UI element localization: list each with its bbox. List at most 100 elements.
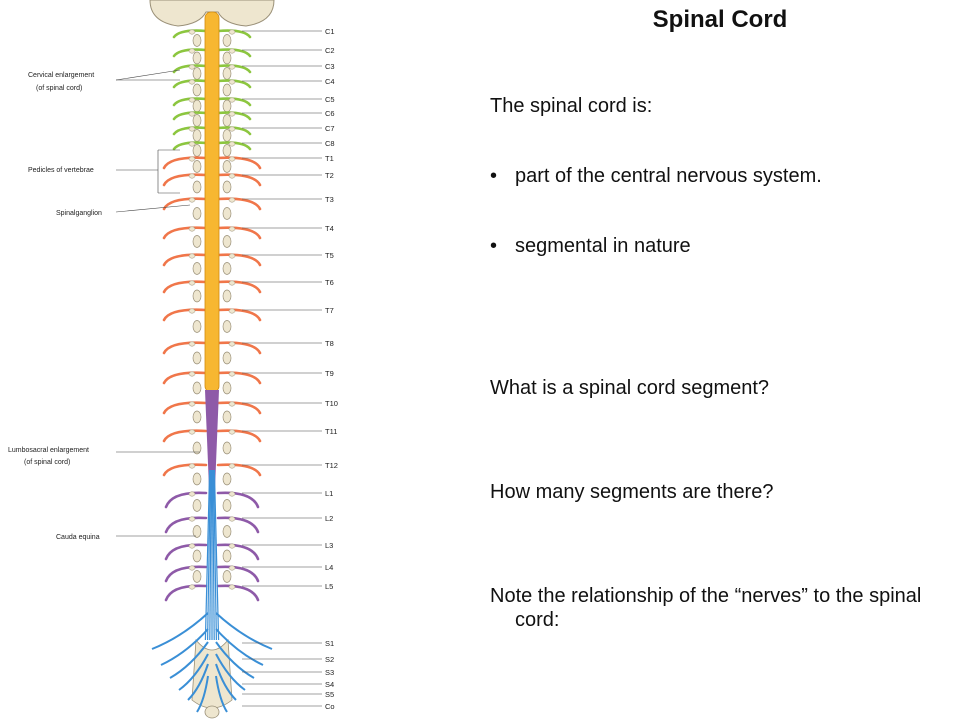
segment-label-l4: L4 [325, 563, 333, 572]
spinal-ganglion-shape [228, 341, 236, 347]
slide-title: Spinal Cord [652, 6, 788, 33]
segment-label-s2: S2 [325, 655, 334, 664]
spinal-nerve-right [216, 280, 262, 294]
spinal-nerve-right [216, 371, 262, 385]
spinal-ganglion-shape [228, 173, 236, 179]
spinal-nerve-left [162, 341, 208, 355]
segment-label-t2: T2 [325, 171, 334, 180]
pedicle-shape [192, 472, 202, 486]
spinal-nerve-left [162, 463, 208, 477]
annotation-leader-line [115, 69, 181, 81]
pedicle-shape [222, 499, 232, 512]
segment-label-c3: C3 [325, 62, 335, 71]
conus-medullaris-shape [205, 390, 219, 488]
spinal-nerve-left [164, 516, 208, 534]
pedicle-shape [222, 114, 232, 127]
segment-label-c5: C5 [325, 95, 335, 104]
spinal-nerve-right [216, 197, 262, 211]
spinal-nerve-right [216, 308, 262, 322]
spinal-nerve-left [162, 197, 208, 211]
spinal-ganglion-shape [188, 280, 196, 286]
spinal-nerve-left [162, 371, 208, 385]
sacral-nerve-right [215, 641, 255, 679]
spinal-ganglion-shape [188, 516, 196, 522]
coccyx-shape [204, 705, 220, 719]
cauda-equina-strand [213, 469, 220, 641]
segment-label-t12: T12 [325, 461, 338, 470]
sacrum-shape [191, 638, 233, 709]
spinal-nerve-right [216, 226, 262, 240]
sacral-nerve-left [187, 663, 209, 701]
spinal-nerve-right [216, 429, 262, 443]
cauda-equina-label: Cauda equina [56, 534, 100, 541]
spinal-ganglion-shape [228, 584, 236, 590]
spinal-nerve-right [216, 253, 262, 267]
segment-label-c1: C1 [325, 27, 335, 36]
pedicle-shape [192, 441, 202, 455]
spinal-ganglion-shape [188, 111, 196, 117]
spinal-nerve-right [216, 173, 262, 187]
spinal-ganglion-shape [228, 253, 236, 259]
spinal-ganglion-shape [188, 341, 196, 347]
skull-base-shape [149, 0, 275, 27]
question-relationship: Note the relationship of the “nerves” to… [490, 585, 922, 631]
segment-label-c4: C4 [325, 77, 335, 86]
pedicle-shape [222, 570, 232, 583]
spinal-nerve-left [172, 111, 208, 121]
cauda-equina-strand [204, 469, 211, 641]
pedicle-shape [222, 144, 232, 157]
pedicle-shape [222, 129, 232, 142]
segment-label-t4: T4 [325, 224, 334, 233]
spinal-ganglion-shape [188, 226, 196, 232]
spinal-ganglion-shape [228, 156, 236, 162]
spinal-ganglion-shape [228, 401, 236, 407]
pedicle-shape [222, 320, 232, 333]
cauda-equina-strand [207, 469, 211, 641]
spinal-nerve-right [216, 126, 252, 136]
pedicle-shape [192, 129, 202, 142]
cauda-equina-strand [209, 469, 212, 641]
spinal-nerve-left [164, 565, 208, 583]
spinal-ganglion-shape [188, 253, 196, 259]
sacral-nerve-left [160, 628, 209, 666]
pedicles-label: Pedicles of vertebrae [28, 167, 94, 174]
pedicle-shape [222, 34, 232, 47]
pedicle-shape [192, 570, 202, 583]
pedicle-shape [192, 289, 202, 303]
spinal-nerve-right [216, 491, 260, 509]
segment-label-s1: S1 [325, 639, 334, 648]
spinal-nerve-right [216, 111, 252, 121]
cervical-enlargement-label: Cervical enlargement [28, 72, 94, 79]
pedicle-shape [192, 51, 202, 65]
spinal-ganglion-shape [228, 197, 236, 203]
segment-label-c7: C7 [325, 124, 335, 133]
pedicle-shape [222, 351, 232, 365]
segment-label-l2: L2 [325, 514, 333, 523]
annotation-leader-line [115, 204, 191, 213]
intro-text: The spinal cord is: [490, 95, 653, 117]
bullet-dot: • [490, 235, 498, 257]
spinal-nerve-right [216, 141, 252, 151]
lumbosacral-enlargement-label: Lumbosacral enlargement [8, 447, 89, 454]
spinal-ganglion-shape [228, 111, 236, 117]
question-segment: What is a spinal cord segment? [490, 377, 770, 399]
segment-label-t11: T11 [325, 427, 337, 436]
cauda-equina-strand [212, 469, 215, 641]
spinal-nerve-right [216, 516, 260, 534]
segment-label-t3: T3 [325, 195, 334, 204]
pedicle-shape [222, 549, 232, 563]
question-count: How many segments are there? [490, 481, 774, 503]
pedicle-shape [192, 114, 202, 127]
spinal-cord-illustration: C1C2C3C4C5C6C7C8T1T2T3T4T5T6T7T8T9T10T11… [8, 0, 338, 719]
spinal-nerve-left [172, 141, 208, 151]
spinal-nerve-right [216, 97, 252, 107]
spinal-nerve-left [162, 280, 208, 294]
spinal-ganglion-shape [228, 97, 236, 103]
spinal-nerve-right [216, 401, 262, 415]
sacral-nerve-right [215, 663, 237, 701]
pedicle-shape [222, 160, 232, 173]
sacral-nerve-right [215, 628, 264, 666]
pedicle-shape [222, 51, 232, 65]
spinal-ganglion-shape [188, 401, 196, 407]
